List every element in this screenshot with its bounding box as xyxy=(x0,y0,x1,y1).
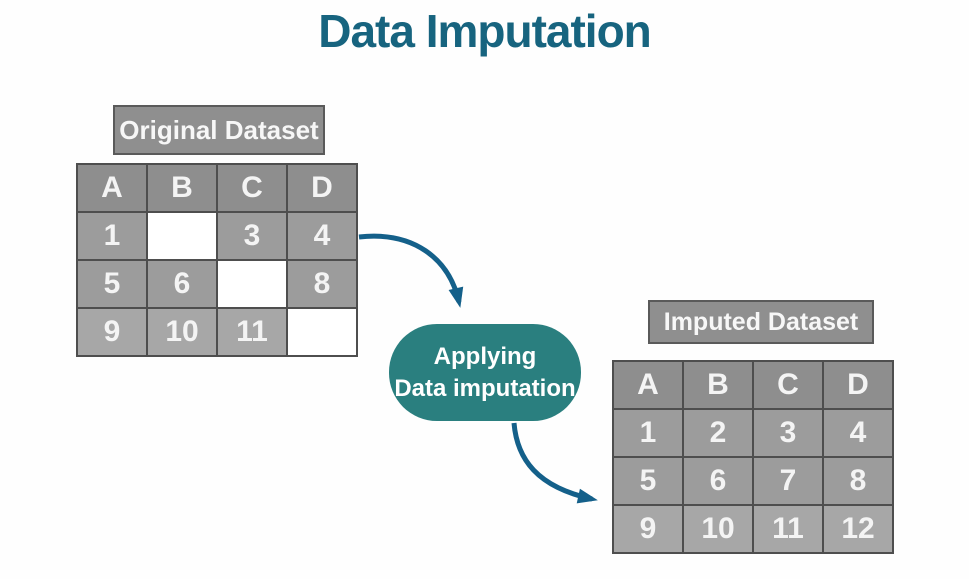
process-line1: Applying xyxy=(433,342,537,370)
value-cell: 1 xyxy=(612,408,684,458)
arrow-original-to-process-icon xyxy=(358,233,464,308)
value-cell: 9 xyxy=(76,307,148,357)
missing-value-cell xyxy=(146,211,218,261)
value-cell: 5 xyxy=(76,259,148,309)
column-header: D xyxy=(822,360,894,410)
column-header: A xyxy=(76,163,148,213)
value-cell: 6 xyxy=(146,259,218,309)
value-cell: 7 xyxy=(752,456,824,506)
value-cell: 10 xyxy=(146,307,218,357)
value-cell: 3 xyxy=(216,211,288,261)
value-cell: 11 xyxy=(752,504,824,554)
process-line2: Data imputation xyxy=(394,374,576,402)
value-cell: 8 xyxy=(286,259,358,309)
value-cell: 1 xyxy=(76,211,148,261)
value-cell: 4 xyxy=(822,408,894,458)
process-pill: Applying Data imputation xyxy=(389,324,581,421)
column-header: C xyxy=(216,163,288,213)
arrow-process-to-imputed-icon xyxy=(511,422,598,504)
page-title: Data Imputation xyxy=(318,5,652,57)
value-cell: 10 xyxy=(682,504,754,554)
value-cell: 5 xyxy=(612,456,684,506)
value-cell: 2 xyxy=(682,408,754,458)
column-header: D xyxy=(286,163,358,213)
missing-value-cell xyxy=(216,259,288,309)
column-header: B xyxy=(682,360,754,410)
original-dataset-label: Original Dataset xyxy=(113,105,325,155)
value-cell: 4 xyxy=(286,211,358,261)
value-cell: 11 xyxy=(216,307,288,357)
column-header: A xyxy=(612,360,684,410)
value-cell: 3 xyxy=(752,408,824,458)
column-header: C xyxy=(752,360,824,410)
value-cell: 12 xyxy=(822,504,894,554)
value-cell: 8 xyxy=(822,456,894,506)
value-cell: 9 xyxy=(612,504,684,554)
imputed-dataset-label: Imputed Dataset xyxy=(648,300,874,344)
column-header: B xyxy=(146,163,218,213)
missing-value-cell xyxy=(286,307,358,357)
value-cell: 6 xyxy=(682,456,754,506)
